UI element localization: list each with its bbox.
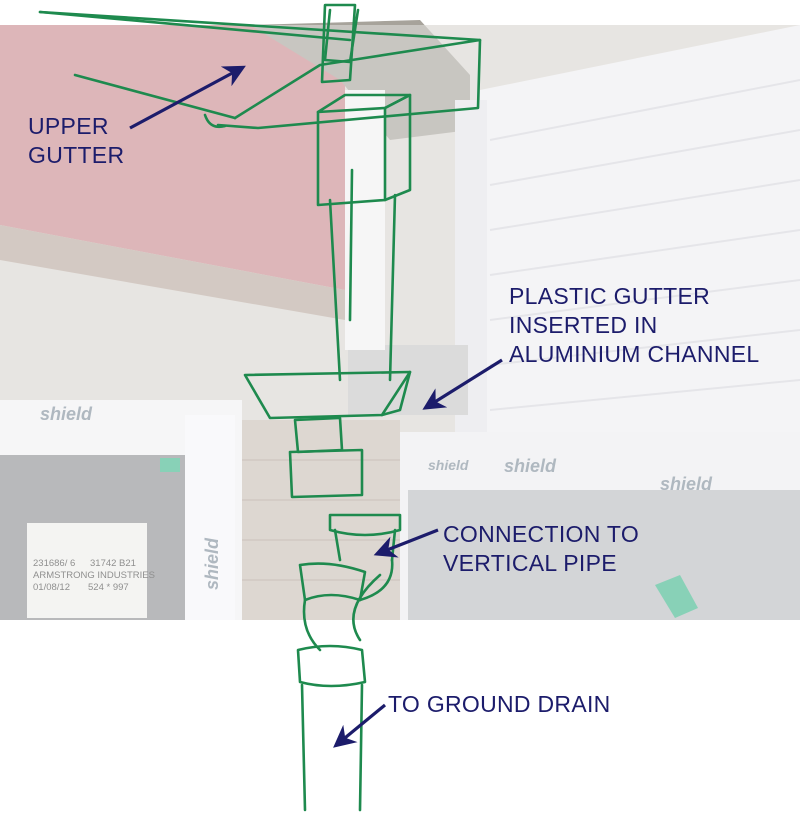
photo-background [0,20,800,620]
shield-logo-upright: shield [202,537,222,590]
label-connection: CONNECTION TO VERTICAL PIPE [443,521,640,576]
annotation-arrows [129,65,503,748]
connection-collar [328,513,402,537]
arrow-connection [373,528,439,558]
fascia-board [0,25,345,290]
window-label: 231686/ 6 31742 B21 ARMSTRONG INDUSTRIES… [33,558,155,593]
upvc-cladding [480,25,800,440]
arrow-upper-gutter [129,65,246,130]
window-branding: shield shield shield shield shield [40,404,713,590]
pipe-sketch [38,3,482,812]
shield-logo-left: shield [40,404,93,424]
label-plastic-gutter: PLASTIC GUTTER INSERTED IN ALUMINIUM CHA… [509,283,760,367]
sticker-line-c: ARMSTRONG INDUSTRIES [33,570,155,581]
shield-logo-right-1: shield [428,457,469,473]
arrow-ground-drain [333,703,387,748]
arrow-plastic-gutter [422,358,503,410]
sticker-line-a: 231686/ 6 [33,558,75,569]
label-upper-gutter: UPPER GUTTER [28,113,125,168]
brick-wall [240,420,400,620]
right-window-glass [408,490,800,620]
sticker-line-e: 524 * 997 [88,582,129,593]
label-ground-drain: TO GROUND DRAIN [388,691,611,717]
shield-logo-right-2: shield [504,456,557,476]
shield-logo-right-3: shield [660,474,713,494]
sticker-line-d: 01/08/12 [33,582,70,593]
sticker-line-b: 31742 B21 [90,558,136,569]
